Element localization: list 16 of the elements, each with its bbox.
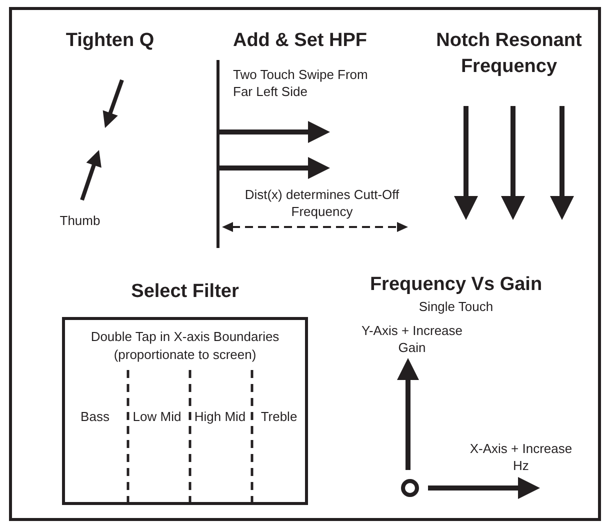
- zone-label: Bass: [80, 408, 110, 425]
- gesture-note: Two Touch Swipe From Far Left Side: [233, 66, 369, 100]
- section-heading: Frequency Vs Gain: [368, 273, 544, 297]
- zone-label: Low Mid: [132, 408, 182, 425]
- section-heading: Notch Resonant Frequency: [435, 29, 583, 79]
- gesture-note: X-Axis + Increase Hz: [468, 440, 574, 474]
- gesture-note: Thumb: [58, 212, 102, 229]
- gesture-note: Dist(x) determines Cutt-Off Frequency: [244, 186, 400, 220]
- section-heading: Tighten Q: [64, 29, 156, 53]
- gesture-note: Single Touch: [418, 298, 494, 315]
- section-heading: Add & Set HPF: [232, 29, 368, 53]
- section-heading: Select Filter: [131, 280, 239, 304]
- gesture-note: Y-Axis + Increase Gain: [360, 322, 464, 356]
- instruction-text: Double Tap in X-axis Boundaries (proportionate to screen): [90, 328, 280, 364]
- zone-label: High Mid: [193, 408, 247, 425]
- zone-label: Treble: [260, 408, 298, 425]
